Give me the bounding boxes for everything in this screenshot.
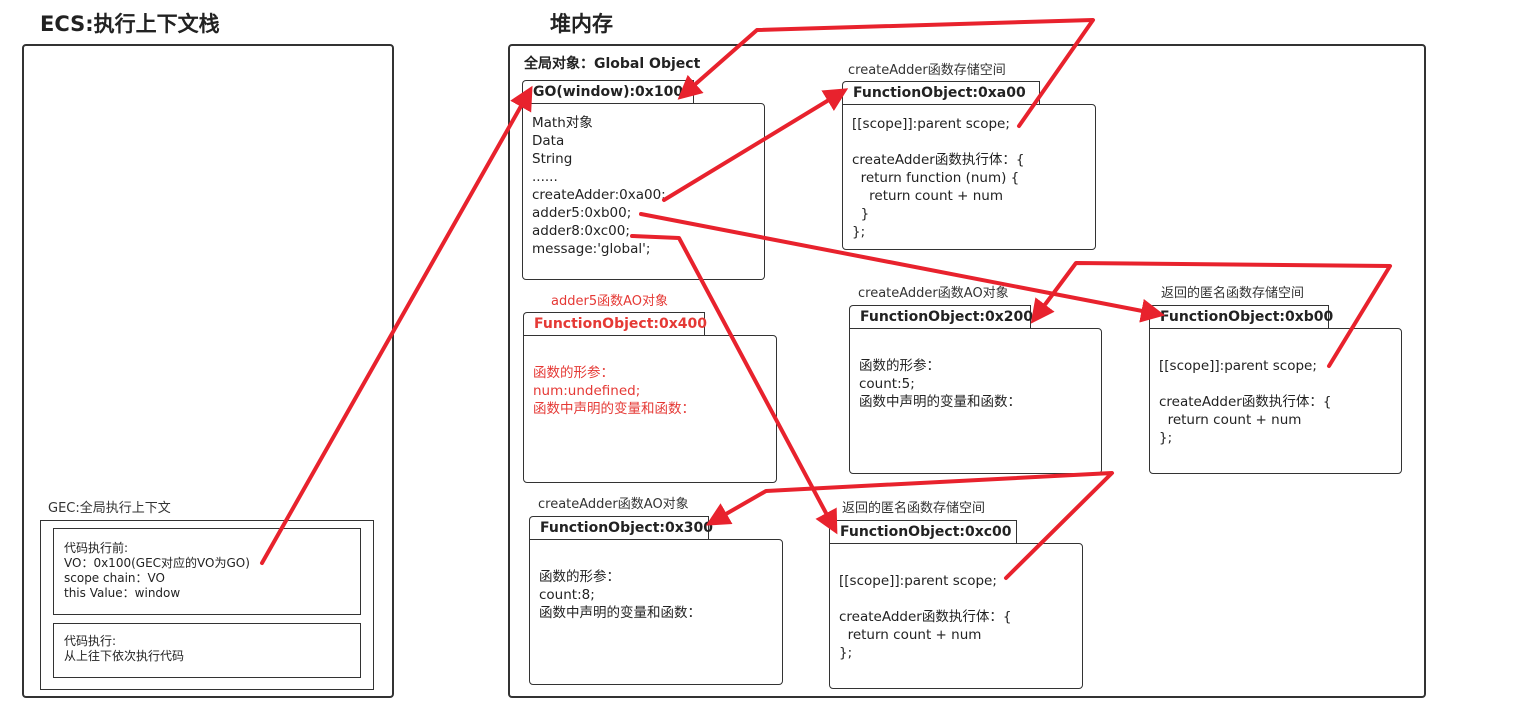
ecs-title: ECS:执行上下文栈 bbox=[40, 12, 220, 36]
gec-before-text: 代码执行前: VO：0x100(GEC对应的VO为GO) scope chain… bbox=[64, 541, 250, 600]
c00-tab: FunctionObject:0xc00 bbox=[829, 520, 1017, 544]
f300-body: 函数的形参： count:8; 函数中声明的变量和函数： bbox=[529, 539, 783, 685]
b00-tab: FunctionObject:0xb00 bbox=[1149, 305, 1333, 329]
a00-caption: createAdder函数存储空间 bbox=[848, 63, 1006, 78]
gec-before-box: 代码执行前: VO：0x100(GEC对应的VO为GO) scope chain… bbox=[53, 528, 361, 615]
global-object-label: 全局对象：Global Object bbox=[524, 56, 701, 72]
b00-body: [[scope]]:parent scope; createAdder函数执行体… bbox=[1149, 328, 1402, 474]
f400-caption: adder5函数AO对象 bbox=[551, 294, 668, 309]
b00-caption: 返回的匿名函数存储空间 bbox=[1161, 286, 1305, 301]
f300-caption: createAdder函数AO对象 bbox=[538, 497, 689, 512]
f400-body: 函数的形参： num:undefined; 函数中声明的变量和函数： bbox=[523, 335, 777, 483]
a00-body: [[scope]]:parent scope; createAdder函数执行体… bbox=[842, 104, 1096, 250]
f200-tab: FunctionObject:0x200 bbox=[849, 305, 1033, 329]
f400-tab: FunctionObject:0x400 bbox=[523, 312, 707, 336]
gec-during-box: 代码执行: 从上往下依次执行代码 bbox=[53, 623, 361, 678]
go-tab: GO(window):0x100 bbox=[522, 80, 694, 104]
f300-tab: FunctionObject:0x300 bbox=[529, 516, 713, 540]
c00-body: [[scope]]:parent scope; createAdder函数执行体… bbox=[829, 543, 1083, 689]
a00-tab: FunctionObject:0xa00 bbox=[842, 81, 1040, 105]
gec-label: GEC:全局执行上下文 bbox=[48, 501, 171, 516]
go-body: Math对象 Data String ...... createAdder:0x… bbox=[522, 103, 765, 280]
f200-caption: createAdder函数AO对象 bbox=[858, 286, 1009, 301]
gec-during-text: 代码执行: 从上往下依次执行代码 bbox=[64, 634, 185, 663]
heap-title: 堆内存 bbox=[550, 12, 613, 36]
f200-body: 函数的形参： count:5; 函数中声明的变量和函数： bbox=[849, 328, 1102, 474]
c00-caption: 返回的匿名函数存储空间 bbox=[842, 501, 986, 516]
